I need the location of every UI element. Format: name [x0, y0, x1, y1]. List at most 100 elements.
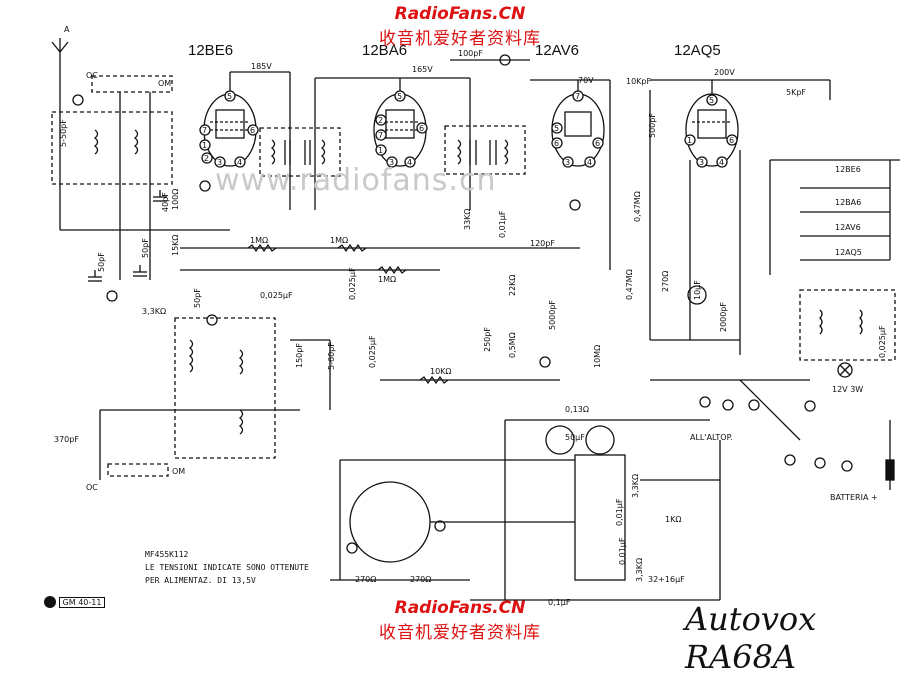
comp-r8: 22KΩ	[508, 274, 517, 296]
svg-text:7: 7	[575, 92, 580, 101]
comp-c1: 5-50pF	[59, 119, 68, 147]
svg-text:4: 4	[719, 158, 724, 167]
comp-r18: 3,3KΩ	[635, 558, 644, 582]
comp-r5: 1MΩ	[330, 236, 348, 245]
band-switch-top	[91, 75, 173, 93]
svg-text:6: 6	[729, 136, 734, 145]
comp-c21: 10µF	[693, 280, 702, 300]
comp-c12: 0,025µF	[368, 335, 377, 368]
svg-text:5: 5	[397, 92, 402, 101]
comp-r16: 3,3KΩ	[631, 474, 640, 498]
comp-c8: 0,025µF	[260, 291, 293, 300]
comp-c2: 50pF	[97, 252, 106, 272]
rf-coils	[51, 111, 173, 185]
comp-r6: 1MΩ	[378, 275, 396, 284]
comp-r11: 10KΩ	[430, 367, 452, 376]
comp-c14: 120pF	[530, 239, 555, 248]
voltage-200: 200V	[714, 68, 735, 77]
rf-coil-windings	[59, 85, 230, 280]
watermark-site: RadioFans.CN	[394, 4, 526, 24]
test-point-a	[72, 94, 84, 106]
comp-c10: 150pF	[295, 343, 304, 368]
comp-c13: 0,01µF	[498, 210, 507, 238]
vibrator-block	[799, 289, 896, 361]
comp-c19: 5KpF	[786, 88, 806, 97]
battery-lead	[885, 420, 895, 490]
svg-text:3: 3	[699, 158, 704, 167]
label-oc-bottom: OC	[86, 483, 98, 492]
heater-2: 12BA6	[835, 198, 861, 207]
comp-r20: 270Ω	[410, 575, 431, 584]
comp-c24: 0,01µF	[615, 498, 624, 526]
comp-r2: 15KΩ	[171, 234, 180, 256]
svg-text:6: 6	[419, 124, 424, 133]
comp-r7: 33KΩ	[463, 208, 472, 230]
if-transformer-1	[259, 127, 341, 177]
test-point-h	[539, 356, 551, 368]
comp-r17: 1KΩ	[665, 515, 681, 524]
watermark-chinese-bottom: 收音机爱好者资料库	[379, 623, 541, 643]
voltage-70: 70V	[578, 76, 594, 85]
comp-r12: 0,47MΩ	[633, 191, 642, 222]
tube-title-4: 12AQ5	[674, 42, 721, 59]
tube-title-2: 12BA6	[362, 42, 407, 59]
comp-r1: 100Ω	[171, 189, 180, 210]
antenna-label: A	[64, 25, 70, 34]
comp-c20: 2000pF	[719, 302, 728, 332]
svg-text:7: 7	[202, 126, 207, 135]
comp-c3: 40pF	[161, 192, 170, 212]
note-line-2: PER ALIMENTAZ. DI 13,5V	[145, 576, 256, 585]
comp-c25: 32+16µF	[648, 575, 685, 584]
voltage-165: 165V	[412, 65, 433, 74]
comp-r19: 270Ω	[355, 575, 376, 584]
vibrator-coil	[819, 309, 863, 378]
test-point-n	[434, 520, 446, 532]
label-om-top: OM	[158, 79, 171, 88]
comp-c23: 50µF	[565, 433, 585, 442]
osc-coil-block	[174, 317, 276, 459]
comp-c16: 5000pF	[548, 300, 557, 330]
comp-c18: 500pF	[648, 113, 657, 138]
model-name: Autovox RA68A	[685, 600, 817, 676]
svg-text:7: 7	[378, 131, 383, 140]
logo-icon	[44, 596, 56, 608]
tube-title-1: 12BE6	[188, 42, 233, 59]
test-point-1-top	[499, 54, 511, 66]
svg-text:6: 6	[250, 126, 255, 135]
tube-12ba6: 5 2 7 1 6 3 4	[373, 78, 428, 168]
svg-text:4: 4	[237, 158, 242, 167]
svg-text:1: 1	[378, 146, 383, 155]
svg-text:3: 3	[389, 158, 394, 167]
watermark-top: RadioFans.CN 收音机爱好者资料库	[0, 4, 920, 49]
comp-r15: 0,13Ω	[565, 405, 589, 414]
watermark-site-bottom: RadioFans.CN	[394, 598, 526, 618]
if-transformer-2	[444, 125, 526, 175]
comp-c17: 10KpF	[626, 77, 652, 86]
tube-title-3: 12AV6	[535, 42, 579, 59]
notes: MF455K112 LE TENSIONI INDICATE SONO OTTE…	[145, 548, 309, 587]
radio-schematic: 12BE6 12BA6 12AV6 12AQ5 A 185V 165V 70V …	[51, 25, 900, 607]
selector-contacts	[650, 379, 853, 472]
watermark-bottom: RadioFans.CN 收音机爱好者资料库	[0, 598, 920, 643]
svg-text:4: 4	[407, 158, 412, 167]
label-batteria: BATTERIA +	[830, 493, 878, 502]
svg-text:1: 1	[202, 141, 207, 150]
label-oc-top: OC	[86, 71, 98, 80]
svg-text:6: 6	[554, 139, 559, 148]
comp-c6: 370pF	[54, 435, 79, 444]
comp-r13: 0,47MΩ	[625, 269, 634, 300]
label-om-bottom: OM	[172, 467, 185, 476]
logo-text: GM 40-11	[58, 596, 106, 608]
detector-load	[380, 375, 560, 385]
svg-text:2: 2	[378, 116, 383, 125]
comp-r9: 0,5MΩ	[508, 332, 517, 358]
tube-12aq5: 5 1 6 3 4	[684, 80, 739, 168]
comp-r14: 270Ω	[661, 271, 670, 292]
band-switch-bottom	[107, 463, 169, 477]
tube-12av6: 7 5 6 6 3 4	[551, 80, 605, 168]
avc-line	[180, 243, 580, 275]
comp-c7: 100pF	[458, 49, 483, 58]
voltage-185: 185V	[251, 62, 272, 71]
antenna-icon: A	[51, 25, 70, 85]
test-point-d2	[346, 542, 358, 554]
